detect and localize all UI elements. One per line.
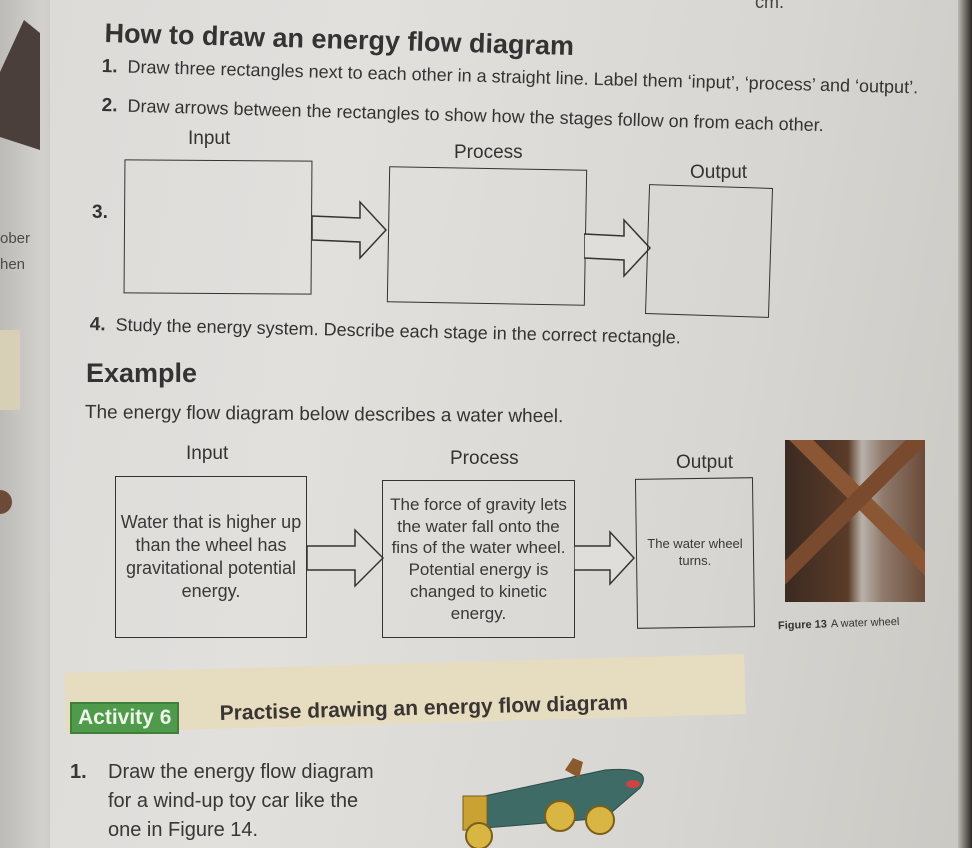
example-heading: Example — [86, 358, 198, 388]
adjacent-page-text: hen — [0, 256, 26, 273]
example-process-text: The force of gravity lets the water fall… — [390, 494, 567, 623]
textbook-page: cm. How to draw an energy flow diagram 1… — [50, 0, 972, 848]
adjacent-page-box — [0, 330, 20, 410]
adjacent-page-shape — [0, 490, 12, 514]
step-1: 1.Draw three rectangles next to each oth… — [101, 56, 919, 98]
example-label-process: Process — [450, 448, 519, 469]
activity-badge: Activity 6 — [70, 702, 180, 734]
example-output-text: The water wheel turns. — [647, 536, 743, 568]
cut-off-text: cm. — [755, 0, 784, 12]
blank-process-box — [386, 166, 588, 306]
activity-question-1: 1. Draw the energy flow diagram for a wi… — [70, 761, 374, 841]
blank-input-box — [123, 159, 313, 295]
blank-label-output: Output — [690, 162, 748, 183]
adjacent-page-photo — [0, 20, 40, 150]
arrow-icon — [312, 200, 388, 260]
water-wheel-photo — [785, 440, 925, 602]
example-label-input: Input — [186, 443, 229, 464]
example-label-output: Output — [676, 452, 734, 473]
toy-car-image — [462, 758, 644, 848]
arrow-icon — [574, 530, 636, 586]
example-intro: The energy flow diagram below describes … — [84, 402, 564, 428]
example-input-text: Water that is higher up than the wheel h… — [120, 511, 302, 602]
blank-label-input: Input — [188, 128, 231, 149]
page-title: How to draw an energy flow diagram — [104, 18, 575, 62]
page-edge-shadow — [958, 0, 972, 848]
blank-output-box — [644, 184, 774, 318]
step-3: 3. — [92, 202, 108, 223]
step-4: 4.Study the energy system. Describe each… — [89, 314, 682, 348]
adjacent-page-text: ober — [0, 230, 31, 247]
blank-label-process: Process — [454, 142, 523, 163]
arrow-icon — [584, 218, 652, 278]
arrow-icon — [307, 528, 385, 588]
